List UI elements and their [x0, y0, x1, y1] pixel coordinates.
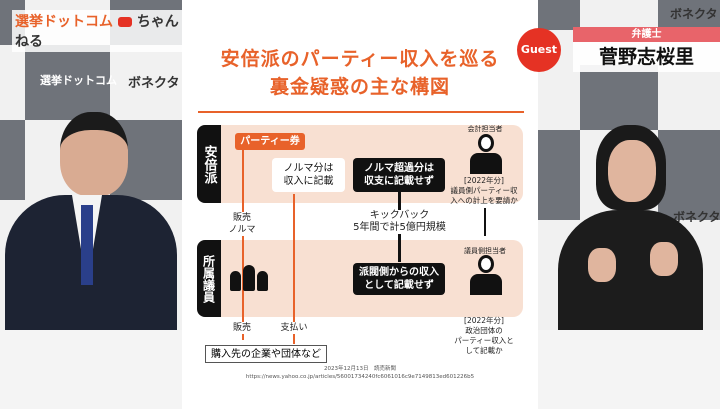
guest-hand	[588, 248, 616, 282]
guest-name: 菅野志桜里	[598, 46, 694, 68]
accountant-arrow	[484, 208, 486, 236]
slide-title-line2: 裏金疑惑の主な構図	[269, 76, 450, 98]
row-label-members: 所属議員	[197, 240, 221, 317]
slide-title-line1: 安倍派のパーティー収入を巡る	[220, 48, 500, 70]
accountant-label: 会計担当者	[467, 125, 503, 133]
title-divider	[198, 111, 524, 113]
excess-not-recorded-box: ノルマ超過分は 収支に記載せず	[353, 158, 445, 192]
guest-hand-2	[650, 242, 678, 276]
guest-role: 弁護士	[631, 29, 662, 40]
youtube-label: ちゃんねる	[15, 14, 179, 50]
guest-role-bar: 弁護士	[573, 27, 720, 42]
kickback-label: キックバック 5年間で計5億円規模	[352, 210, 447, 234]
buyers-box: 購入先の企業や団体など	[205, 345, 327, 363]
member-staff-person-icon	[468, 255, 504, 295]
payment-label: 支払い	[277, 322, 311, 334]
not-recorded-income-box: 派閥側からの収入 として記載せず	[353, 263, 445, 295]
source-date: 2023年12月13日 読売新聞	[324, 366, 396, 372]
sponsor-logo-right-2: ボネクタ	[673, 210, 720, 224]
source-url: https://news.yahoo.co.jp/articles/560017…	[245, 374, 475, 380]
host-tie	[81, 205, 93, 285]
desk-right	[538, 330, 720, 409]
guest-badge-label: Guest	[520, 43, 558, 56]
arrow-sales	[242, 150, 244, 340]
host-head	[60, 112, 128, 196]
guest-body	[558, 210, 703, 340]
accountant-person-icon	[468, 134, 504, 174]
quota-recorded-box: ノルマ分は 収入に記載	[272, 158, 345, 192]
guest-name-bar: 菅野志桜里	[573, 42, 720, 72]
channel-logo-text: 選挙ドットコム	[15, 14, 113, 30]
channel-logo: 選挙ドットコム ちゃんねる	[12, 10, 182, 52]
members-group-icon	[230, 265, 268, 291]
watermark-logo: 選挙ドットコム	[40, 74, 117, 87]
sponsor-logo-right: ボネクタ	[670, 7, 718, 21]
sales-label: 販売	[226, 322, 258, 334]
desk	[0, 330, 182, 409]
guest-face	[608, 140, 656, 202]
row-label-faction: 安倍派	[197, 125, 221, 203]
guest-badge: Guest	[517, 28, 561, 72]
sponsor-logo: ボネクタ	[128, 76, 180, 91]
party-ticket-box: パーティー券	[235, 133, 305, 150]
right-video: ボネクタ ボネクタ 弁護士 菅野志桜里	[538, 0, 720, 409]
left-video: 選挙ドットコム ボネクタ 選挙ドットコム ちゃんねる	[0, 0, 182, 409]
sales-quota-label: 販売 ノルマ	[222, 212, 262, 236]
arrow-payment	[293, 194, 295, 344]
slide: 安倍派のパーティー収入を巡る 裏金疑惑の主な構図 安倍派 所属議員 パーティー券…	[182, 0, 538, 409]
accountant-note: [2022年分] 議員側パーティー収 入への計上を要請か	[450, 176, 518, 205]
youtube-icon	[117, 17, 132, 27]
member-staff-label: 議員側担当者	[464, 247, 506, 255]
member-staff-note: [2022年分] 政治団体の パーティー収入と して記載か	[454, 316, 514, 355]
